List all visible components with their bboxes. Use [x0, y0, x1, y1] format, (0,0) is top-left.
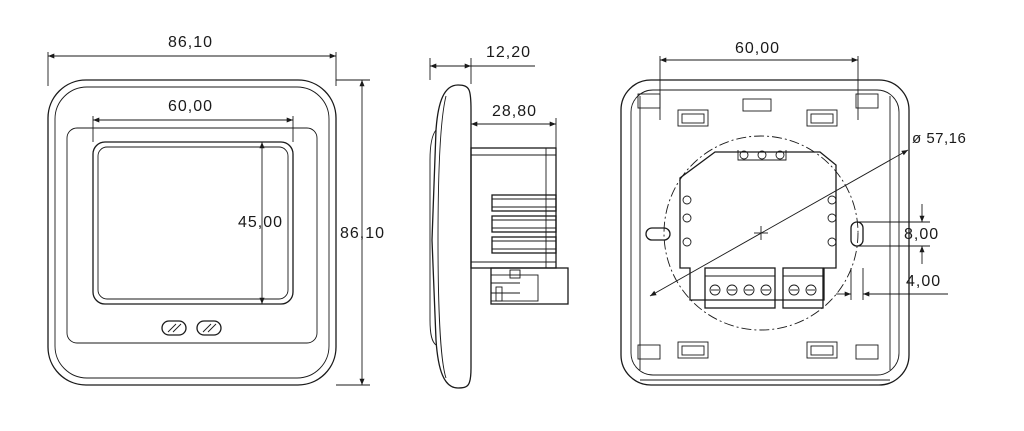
label-screen-height: 45,00 [238, 214, 284, 231]
back-module [679, 151, 837, 301]
front-screen-inner [97, 146, 289, 300]
side-body [470, 147, 557, 269]
label-mount-spacing: 60,00 [735, 40, 781, 57]
slot-right [850, 221, 864, 247]
label-screen-width: 60,00 [168, 98, 214, 115]
touch-button-right [196, 320, 222, 336]
front-outer-frame [47, 79, 337, 386]
label-body-depth: 28,80 [492, 103, 538, 120]
dim-line-diameter [649, 149, 909, 297]
front-inner-frame [54, 86, 330, 379]
side-connector [490, 267, 569, 305]
label-overall-height: 86,10 [340, 225, 386, 242]
back-inner-frame [630, 89, 900, 376]
terminal-block-left [704, 267, 776, 309]
front-screen [92, 141, 294, 305]
back-view [620, 56, 948, 386]
label-diameter: ø 57,16 [912, 130, 967, 147]
label-slot-offset: 4,00 [906, 273, 942, 290]
side-front-plate [431, 84, 472, 389]
label-overall-width: 86,10 [168, 34, 214, 51]
side-view [429, 58, 569, 389]
front-view [47, 52, 370, 386]
touch-button-left [161, 320, 187, 336]
back-outer-frame [620, 79, 910, 386]
front-bezel [66, 127, 318, 344]
label-slot-height: 8,00 [904, 226, 940, 243]
slot-left [645, 227, 671, 241]
label-front-depth: 12,20 [486, 44, 532, 61]
